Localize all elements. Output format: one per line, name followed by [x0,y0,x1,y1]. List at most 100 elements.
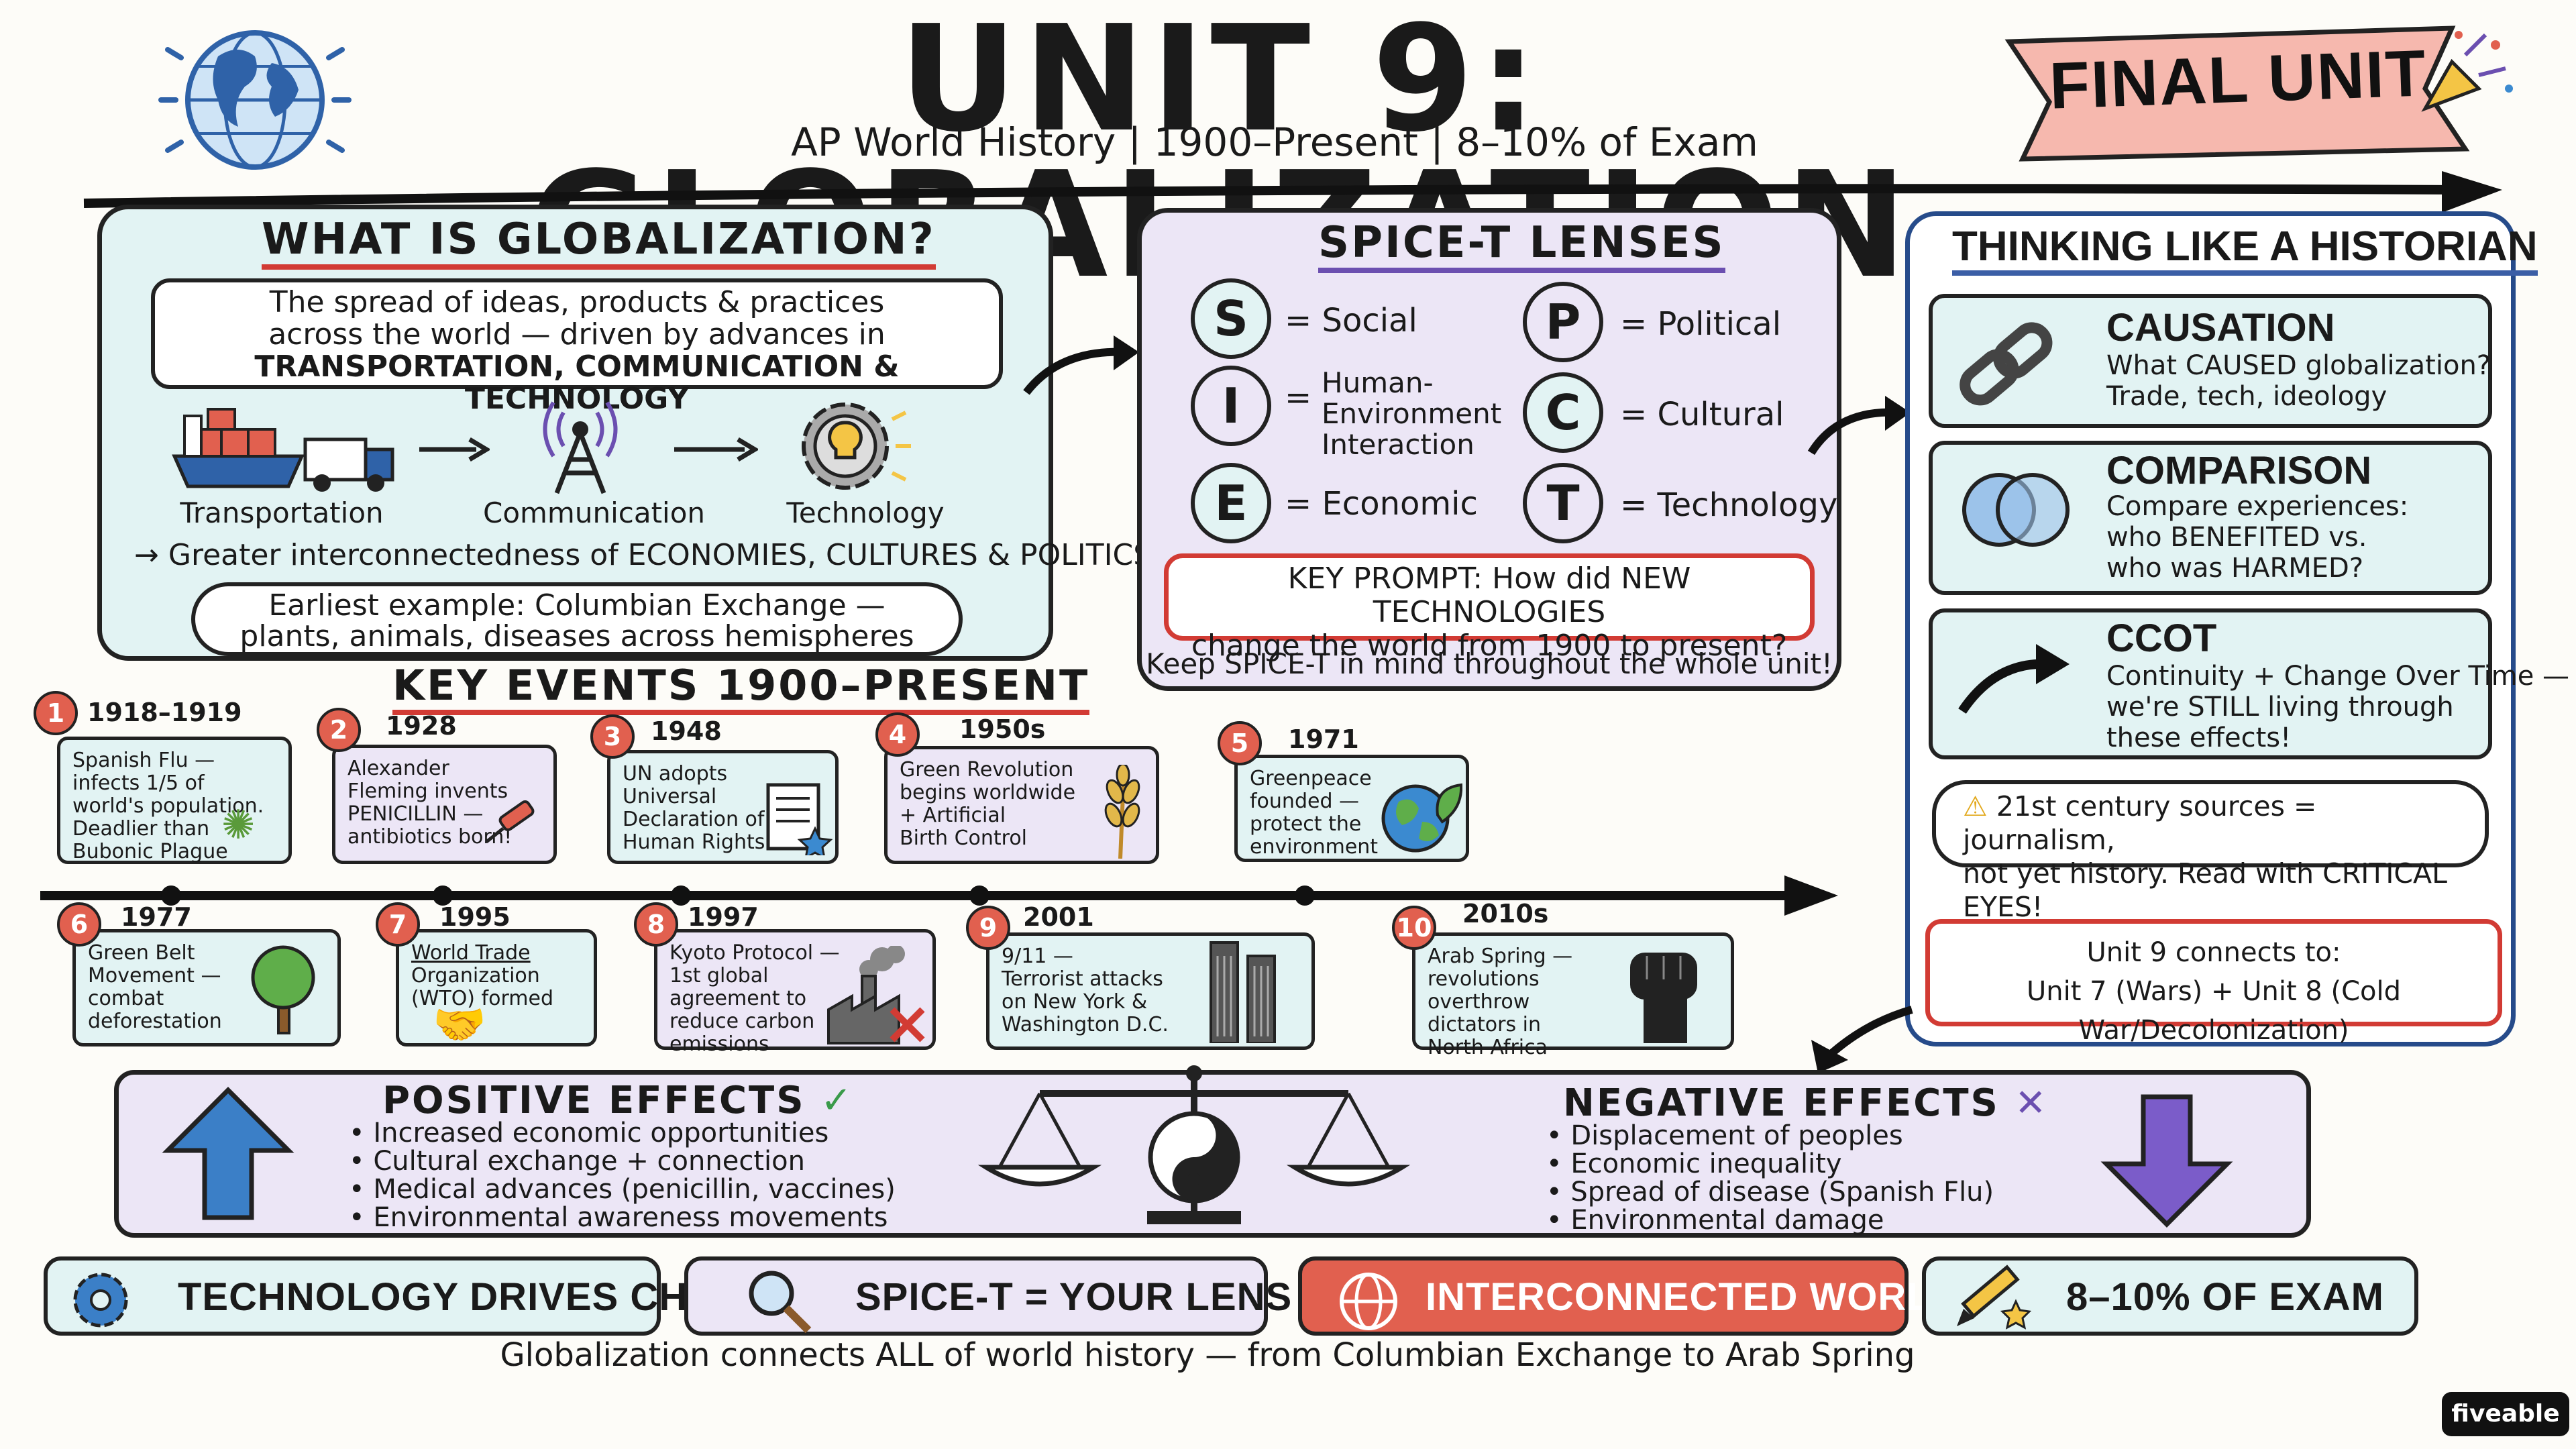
twin-towers-icon [1210,941,1276,1043]
pencil-star-icon [1957,1265,2032,1330]
event-number-5: 5 [1218,721,1262,765]
connect-line: Unit 9 connects to: [2086,937,2341,968]
warning-text: 21st century sources = journalism, [1963,790,2317,856]
venn-diagram-icon [1962,473,2070,547]
event-card-1: Spanish Flu — infects 1/5 of world's pop… [57,737,292,864]
curved-arrow-icon [1807,396,1911,455]
event-line: Greenpeace [1250,767,1372,790]
event-line: Fleming invents [347,780,508,803]
pill-interconnected [1298,1256,1909,1336]
up-arrow-icon [162,1087,294,1220]
event-number-2: 2 [317,708,361,752]
event-line: antibiotics born! [347,825,513,849]
raised-fist-icon [1630,953,1697,1043]
event-line: world's population. [72,794,264,818]
spice-t-circle: T [1523,463,1603,543]
event-line: Bubonic Plague [72,840,228,863]
event-line: Universal [623,785,717,808]
spice-c-circle: C [1523,372,1603,453]
event-line: agreement to [669,987,807,1010]
ship-truck-icon [172,408,394,492]
event-year-7: 1995 [439,902,511,932]
magnifying-glass-icon [749,1271,812,1334]
event-line: Washington D.C. [1002,1013,1169,1036]
negative-item: • Displacement of peoples [1546,1120,1903,1151]
positive-item: • Medical advances (penicillin, vaccines… [349,1174,896,1205]
event-line: Alexander [347,757,449,780]
event-line: 9/11 — [1002,945,1073,968]
timeline-arrow [40,875,1838,916]
event-line: deforestation [88,1010,222,1033]
key-prompt-box: KEY PROMPT: How did NEW TECHNOLOGIES cha… [1164,553,1815,663]
curved-arrow-icon [1958,644,2070,714]
event-line: on New York & [1002,990,1148,1014]
event-year-1: 1918–1919 [87,698,242,727]
spice-i-line: Interaction [1322,428,1474,461]
positive-item-text: Environmental awareness movements [373,1202,888,1233]
event-line: Birth Control [900,826,1028,850]
event-line: Green Belt [88,941,195,965]
negative-title-text: NEGATIVE EFFECTS [1563,1081,2000,1125]
interconnectedness-statement: → Greater interconnectedness of ECONOMIE… [134,538,1152,572]
definition-box: The spread of ideas, products & practice… [151,278,1003,415]
event-line: Deadlier than [72,817,210,841]
event-line: Kyoto Protocol — [669,941,840,965]
spice-i-label: Human- Environment Interaction [1322,368,1501,460]
curved-arrow-icon [1811,1006,1913,1073]
spice-s-circle: S [1191,278,1271,359]
gear-icon [73,1273,128,1328]
checkmark-icon: ✓ [820,1079,855,1122]
event-year-2: 1928 [386,711,457,741]
arrow-right-icon [674,437,758,462]
document-star-icon [766,783,833,855]
wheat-icon [1104,765,1140,859]
negative-item-text: Spread of disease (Spanish Flu) [1570,1177,1994,1208]
event-line: emissions [669,1032,769,1056]
positive-item-text: Cultural exchange + connection [373,1146,805,1177]
syringe-icon [485,800,535,843]
causation-card [1929,294,2492,428]
event-line: + Artificial [900,804,1006,827]
comparison-text: Compare experiences: who BENEFITED vs. w… [2106,491,2408,584]
event-number-4: 4 [875,712,920,757]
arrow-right-icon [419,437,490,462]
positive-list: • Increased economic opportunities • Cul… [349,1119,896,1232]
tree-icon [251,945,315,1034]
event-line: UN adopts [623,762,728,786]
sources-warning-bubble: ⚠ 21st century sources = journalism, not… [1932,780,2489,923]
negative-item: • Environmental damage [1546,1205,1884,1236]
event-line: PENICILLIN — [347,802,484,826]
event-line: World Trade [411,941,531,965]
definition-line: TRANSPORTATION, COMMUNICATION & TECHNOLO… [254,350,900,416]
comparison-line: who was HARMED? [2106,553,2364,584]
event-line: Human Rights [623,830,765,854]
positive-item-text: Medical advances (penicillin, vaccines) [373,1174,896,1205]
pill-spice-label: SPICE-T = YOUR LENS [855,1275,1293,1319]
label-transportation: Transportation [180,496,384,529]
curved-arrow-icon [1023,335,1139,395]
pill-exam-label: 8–10% OF EXAM [2066,1275,2384,1319]
final-unit-label: FINAL UNIT [2048,36,2428,123]
causation-text: What CAUSED globalization? Trade, tech, … [2106,350,2491,412]
spice-e-circle: E [1191,463,1271,543]
spice-s-label: = Social [1285,302,1417,339]
chain-link-icon [1960,322,2053,406]
event-line: reduce carbon [669,1010,815,1033]
event-line: founded — [1250,790,1360,813]
page-subtitle: AP World History | 1900–Present | 8–10% … [791,119,1758,165]
event-year-5: 1971 [1288,724,1359,754]
label-technology: Technology [786,496,945,529]
spice-p-label: = Political [1620,305,1782,343]
definition-line: The spread of ideas, products & practice… [269,285,885,319]
event-card-8: Kyoto Protocol — 1st global agreement to… [654,929,936,1056]
ccot-line: we're STILL living through [2106,692,2454,722]
event-year-6: 1977 [121,902,192,932]
spice-i-eq: = [1285,379,1312,417]
positive-item: • Increased economic opportunities [349,1118,829,1148]
causation-line: What CAUSED globalization? [2106,350,2491,381]
event-line: Organization [411,964,540,987]
event-number-8: 8 [634,902,678,947]
down-arrow-icon [2100,1094,2233,1228]
comparison-line: Compare experiences: [2106,491,2409,522]
event-number-7: 7 [376,902,420,947]
